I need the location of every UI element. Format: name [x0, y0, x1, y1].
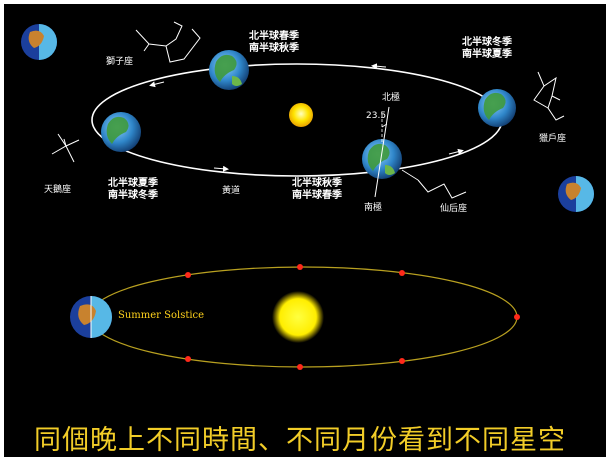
season-label-right: 北半球冬季 南半球夏季	[462, 37, 512, 61]
orbit-diagram	[21, 21, 594, 370]
earth-top	[209, 50, 249, 90]
earth-axis-line	[374, 106, 390, 198]
season-north: 北半球夏季	[108, 178, 158, 189]
globe-corner-right	[558, 176, 594, 212]
pointer-line	[401, 169, 419, 181]
summer-solstice-label: Summer Solstice	[118, 310, 205, 321]
north-pole-label: 北極	[382, 93, 401, 103]
earth-bottom	[362, 139, 402, 179]
diagram-canvas: 北半球春季 南半球秋季 北半球冬季 南半球夏季 北半球夏季 南半球冬季 北半球秋…	[4, 4, 606, 457]
tilt-arc	[381, 123, 388, 128]
orbit-marker	[185, 356, 191, 362]
season-north: 北半球春季	[249, 31, 299, 42]
orbit-marker	[297, 264, 303, 270]
season-label-bottom: 北半球秋季 南半球春季	[292, 178, 342, 202]
ecliptic-label: 黃道	[222, 186, 241, 196]
lower-earth	[70, 296, 112, 338]
globe-corner-top-left	[21, 24, 57, 60]
lower-orbit-markers	[185, 264, 520, 370]
sun	[289, 103, 313, 127]
orbit-arrow-bottom-right	[448, 148, 464, 155]
constellation-label-leo: 獅子座	[106, 57, 134, 67]
constellation-cygnus	[51, 133, 80, 163]
constellation-leo	[135, 21, 201, 63]
constellation-label-cassiopeia: 仙后座	[440, 204, 468, 214]
season-north: 北半球秋季	[292, 178, 342, 189]
season-south: 南半球春季	[292, 190, 342, 201]
orbit-marker	[399, 270, 405, 276]
constellation-label-cygnus: 天鵝座	[44, 185, 72, 195]
orbit-arrow-top-right	[371, 63, 387, 70]
orbit-marker	[399, 358, 405, 364]
orbit-marker	[297, 364, 303, 370]
season-south: 南半球冬季	[108, 190, 158, 201]
earth-left	[101, 112, 141, 152]
orbit-marker	[185, 272, 191, 278]
lower-sun	[272, 291, 324, 343]
constellation-cassiopeia	[417, 179, 467, 199]
season-south: 南半球夏季	[462, 49, 512, 60]
constellation-label-orion: 獵戶座	[539, 134, 567, 144]
south-pole-label: 南極	[364, 203, 383, 213]
season-label-left: 北半球夏季 南半球冬季	[108, 178, 158, 202]
season-north: 北半球冬季	[462, 37, 512, 48]
earth-right	[478, 89, 516, 127]
orbit-marker	[514, 314, 520, 320]
caption: 同個晚上不同時間、不同月份看到不同星空	[34, 425, 566, 456]
season-label-top: 北半球春季 南半球秋季	[249, 31, 299, 55]
constellation-orion	[533, 71, 565, 121]
season-south: 南半球秋季	[249, 43, 299, 54]
orbit-arrow-bottom-left	[213, 165, 229, 172]
orbit-arrow-top-left	[149, 81, 165, 88]
tilt-angle-label: 23.5	[366, 111, 387, 121]
